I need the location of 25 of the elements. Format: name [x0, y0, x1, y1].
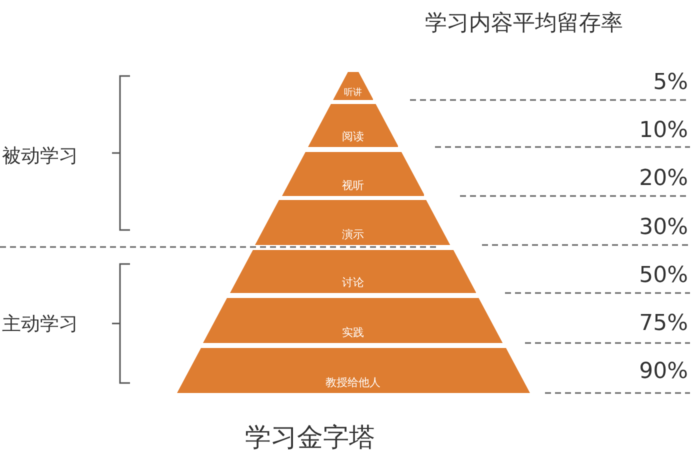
layer-label: 实践 [342, 325, 364, 340]
layer-label: 听讲 [344, 86, 362, 99]
retention-percent: 10% [639, 118, 688, 143]
pyramid-layer [255, 200, 451, 245]
retention-percent: 75% [639, 311, 688, 336]
caption: 学习金字塔 [245, 422, 375, 455]
layer-label: 教授给他人 [326, 375, 380, 390]
column-heading: 学习内容平均留存率 [425, 10, 623, 38]
pyramid-layer [282, 152, 424, 196]
retention-percent: 50% [639, 263, 688, 288]
pyramid-layer [230, 250, 476, 293]
retention-percent: 20% [639, 166, 688, 191]
group-label: 被动学习 [2, 144, 78, 169]
pyramid-layer [308, 104, 398, 147]
pyramid-layer [176, 348, 530, 393]
layer-label: 视听 [342, 178, 364, 193]
group-label: 主动学习 [2, 312, 78, 337]
retention-percent: 30% [639, 215, 688, 240]
retention-percent: 90% [639, 359, 688, 384]
pyramid-layer [332, 72, 374, 100]
pyramid-layer [203, 298, 503, 343]
layer-label: 演示 [342, 227, 364, 242]
layer-label: 讨论 [342, 275, 364, 290]
retention-percent: 5% [653, 70, 688, 95]
layer-label: 阅读 [342, 129, 364, 144]
